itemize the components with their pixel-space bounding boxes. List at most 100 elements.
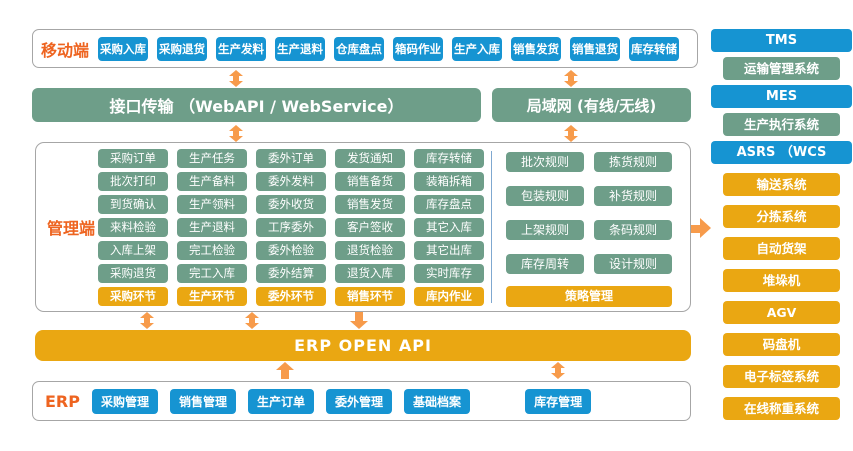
double-arrow-icon: [550, 362, 566, 379]
mobile-function-button[interactable]: 销售退货: [570, 36, 621, 61]
erp-section: ERP 采购管理销售管理生产订单委外管理基础档案 库存管理: [32, 381, 691, 421]
management-task-button[interactable]: 库存盘点: [414, 195, 484, 214]
section-divider: [491, 151, 492, 303]
mobile-function-button[interactable]: 箱码作业: [393, 36, 444, 61]
sidebar-item-mes-desc: 生产执行系统: [723, 113, 840, 136]
warehouse-items: 库存转储装箱拆箱库存盘点其它入库其它出库实时库存: [414, 149, 484, 283]
management-task-button[interactable]: 其它入库: [414, 218, 484, 237]
integrations-sidebar: TMS 运输管理系统 MES 生产执行系统 ASRS （WCS 输送系统 分拣系…: [711, 29, 852, 420]
management-task-button[interactable]: 委外订单: [256, 149, 326, 168]
up-arrow-icon: [276, 362, 294, 379]
rule-button[interactable]: 拣货规则: [594, 152, 672, 172]
management-task-button[interactable]: 完工检验: [177, 241, 247, 260]
erp-module-button[interactable]: 委外管理: [326, 388, 393, 414]
sidebar-item-asrs-wcs[interactable]: ASRS （WCS: [711, 141, 852, 164]
warehouse-column: 库存转储装箱拆箱库存盘点其它入库其它出库实时库存 库内作业: [414, 149, 484, 306]
management-task-button[interactable]: 采购退货: [98, 264, 168, 283]
sidebar-item-tms[interactable]: TMS: [711, 29, 852, 52]
management-section: 管理端 采购订单批次打印到货确认来料检验入库上架采购退货 采购环节 生产任务生产…: [35, 142, 691, 312]
management-task-button[interactable]: 退货入库: [335, 264, 405, 283]
mobile-function-button[interactable]: 仓库盘点: [334, 36, 385, 61]
rule-button[interactable]: 补货规则: [594, 186, 672, 206]
strategy-management-button[interactable]: 策略管理: [506, 286, 672, 307]
sidebar-item-e-label[interactable]: 电子标签系统: [723, 365, 840, 388]
outsourcing-stage-button[interactable]: 委外环节: [256, 287, 326, 306]
erp-inventory-button[interactable]: 库存管理: [525, 388, 592, 414]
management-task-button[interactable]: 销售发货: [335, 195, 405, 214]
management-task-button[interactable]: 委外检验: [256, 241, 326, 260]
management-task-button[interactable]: 发货通知: [335, 149, 405, 168]
double-arrow-icon: [563, 125, 579, 142]
management-task-button[interactable]: 装箱拆箱: [414, 172, 484, 191]
mobile-function-button[interactable]: 生产发料: [216, 36, 267, 61]
management-task-button[interactable]: 委外结算: [256, 264, 326, 283]
sales-items: 发货通知销售备货销售发货客户签收退货检验退货入库: [335, 149, 405, 283]
management-task-button[interactable]: 委外发料: [256, 172, 326, 191]
purchase-stage-button[interactable]: 采购环节: [98, 287, 168, 306]
outsourcing-column: 委外订单委外发料委外收货工序委外委外检验委外结算 委外环节: [256, 149, 326, 306]
production-column: 生产任务生产备料生产领料生产退料完工检验完工入库 生产环节: [177, 149, 247, 306]
rule-button[interactable]: 设计规则: [594, 254, 672, 274]
sidebar-item-weighing[interactable]: 在线称重系统: [723, 397, 840, 420]
management-task-button[interactable]: 销售备货: [335, 172, 405, 191]
mobile-function-button[interactable]: 采购退货: [157, 36, 208, 61]
double-arrow-icon: [563, 70, 579, 87]
mobile-buttons: 采购入库采购退货生产发料生产退料仓库盘点箱码作业生产入库销售发货销售退货库存转储: [98, 36, 680, 61]
management-task-button[interactable]: 生产领料: [177, 195, 247, 214]
management-task-button[interactable]: 生产备料: [177, 172, 247, 191]
management-task-button[interactable]: 客户签收: [335, 218, 405, 237]
sales-column: 发货通知销售备货销售发货客户签收退货检验退货入库 销售环节: [335, 149, 405, 306]
mobile-function-button[interactable]: 库存转储: [629, 36, 680, 61]
double-arrow-icon: [228, 125, 244, 142]
erp-module-button[interactable]: 生产订单: [248, 388, 315, 414]
mobile-function-button[interactable]: 生产入库: [452, 36, 503, 61]
interface-transport-bar: 接口传输 （WebAPI / WebService）: [32, 88, 481, 122]
management-task-button[interactable]: 到货确认: [98, 195, 168, 214]
mobile-function-button[interactable]: 生产退料: [275, 36, 326, 61]
management-task-button[interactable]: 生产任务: [177, 149, 247, 168]
sidebar-item-conveyor[interactable]: 输送系统: [723, 173, 840, 196]
management-task-button[interactable]: 工序委外: [256, 218, 326, 237]
management-task-button[interactable]: 采购订单: [98, 149, 168, 168]
rule-button[interactable]: 上架规则: [506, 220, 584, 240]
rules-grid: 批次规则拣货规则包装规则补货规则上架规则条码规则库存周转设计规则: [506, 152, 672, 274]
erp-open-api-bar: ERP OPEN API: [35, 330, 691, 361]
management-task-button[interactable]: 来料检验: [98, 218, 168, 237]
erp-module-button[interactable]: 基础档案: [404, 388, 471, 414]
management-task-button[interactable]: 委外收货: [256, 195, 326, 214]
double-arrow-icon: [244, 312, 260, 329]
management-task-button[interactable]: 批次打印: [98, 172, 168, 191]
rules-section: 批次规则拣货规则包装规则补货规则上架规则条码规则库存周转设计规则 策略管理: [506, 152, 672, 307]
management-task-button[interactable]: 完工入库: [177, 264, 247, 283]
warehouse-stage-button[interactable]: 库内作业: [414, 287, 484, 306]
erp-module-button[interactable]: 采购管理: [91, 388, 158, 414]
rule-button[interactable]: 库存周转: [506, 254, 584, 274]
sidebar-item-tms-desc: 运输管理系统: [723, 57, 840, 80]
mobile-function-button[interactable]: 销售发货: [511, 36, 562, 61]
sidebar-item-palletizer[interactable]: 码盘机: [723, 333, 840, 356]
sidebar-item-mes[interactable]: MES: [711, 85, 852, 108]
sidebar-item-auto-rack[interactable]: 自动货架: [723, 237, 840, 260]
outsourcing-items: 委外订单委外发料委外收货工序委外委外检验委外结算: [256, 149, 326, 283]
rule-button[interactable]: 批次规则: [506, 152, 584, 172]
mobile-function-button[interactable]: 采购入库: [98, 36, 149, 61]
management-task-button[interactable]: 退货检验: [335, 241, 405, 260]
rule-button[interactable]: 包装规则: [506, 186, 584, 206]
down-arrow-icon: [350, 312, 368, 329]
sales-stage-button[interactable]: 销售环节: [335, 287, 405, 306]
rule-button[interactable]: 条码规则: [594, 220, 672, 240]
erp-module-button[interactable]: 销售管理: [170, 388, 237, 414]
management-section-label: 管理端: [47, 219, 96, 238]
sidebar-item-agv[interactable]: AGV: [723, 301, 840, 324]
production-items: 生产任务生产备料生产领料生产退料完工检验完工入库: [177, 149, 247, 283]
management-task-button[interactable]: 入库上架: [98, 241, 168, 260]
management-task-button[interactable]: 其它出库: [414, 241, 484, 260]
management-task-button[interactable]: 库存转储: [414, 149, 484, 168]
purchase-items: 采购订单批次打印到货确认来料检验入库上架采购退货: [98, 149, 168, 283]
sidebar-item-sorting[interactable]: 分拣系统: [723, 205, 840, 228]
production-stage-button[interactable]: 生产环节: [177, 287, 247, 306]
management-task-button[interactable]: 实时库存: [414, 264, 484, 283]
management-task-button[interactable]: 生产退料: [177, 218, 247, 237]
sidebar-item-stacker[interactable]: 堆垛机: [723, 269, 840, 292]
